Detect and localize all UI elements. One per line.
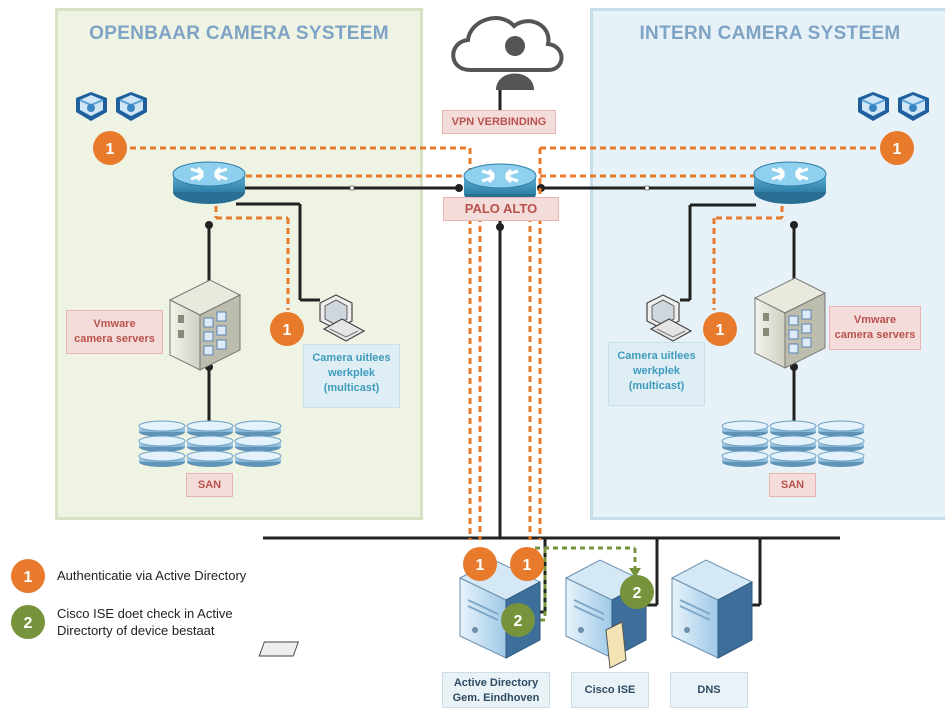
vmware-left-label: Vmware camera servers [66, 310, 163, 354]
svg-text:1: 1 [716, 322, 725, 339]
workstation-left-label: Camera uitlees werkplek (multicast) [303, 344, 400, 408]
internal-camera-zone: INTERN CAMERA SYSTEEM [590, 8, 945, 520]
dns-label: DNS [670, 672, 748, 708]
svg-text:2: 2 [24, 615, 33, 632]
router-right-icon [752, 160, 828, 206]
workstation-left-icon [319, 294, 365, 342]
camera-icon [897, 91, 930, 122]
svg-text:1: 1 [893, 141, 902, 158]
svg-text:2: 2 [514, 613, 523, 630]
camera-icon [75, 91, 108, 122]
document-icon [605, 621, 627, 669]
cisco-ise-label: Cisco ISE [571, 672, 649, 708]
vmware-right-label: Vmware camera servers [829, 306, 921, 350]
router-left-icon [171, 160, 247, 206]
badge-2: 2 [620, 575, 654, 609]
vmware-server-left-icon [169, 279, 241, 371]
camera-icon [857, 91, 890, 122]
badge-1: 1 [93, 131, 127, 165]
workstation-right-icon [646, 294, 692, 342]
legend-badge-2: 2 [11, 605, 45, 639]
palo-alto-label: PALO ALTO [443, 197, 559, 221]
svg-text:1: 1 [283, 322, 292, 339]
san-left-label: SAN [186, 473, 233, 497]
camera-icon [115, 91, 148, 122]
workstation-right-label: Camera uitlees werkplek (multicast) [608, 342, 705, 406]
network-links [207, 90, 840, 614]
internal-zone-title: INTERN CAMERA SYSTEEM [639, 23, 901, 44]
svg-text:1: 1 [523, 557, 532, 574]
vmware-server-right-icon [754, 277, 826, 369]
keyboard-icon [258, 641, 300, 657]
san-left-icon [138, 420, 282, 468]
legend-badge-1: 1 [11, 559, 45, 593]
svg-text:1: 1 [476, 557, 485, 574]
ise-check-path [535, 546, 637, 622]
svg-text:2: 2 [633, 585, 642, 602]
legend-item-2-text: Cisco ISE doet check in Active Directort… [57, 606, 233, 638]
san-right-icon [721, 420, 865, 468]
badge-1: 1 [510, 547, 544, 581]
dns-server-icon [671, 559, 753, 659]
badge-2: 2 [501, 603, 535, 637]
badge-1: 1 [463, 547, 497, 581]
badge-1: 1 [703, 312, 737, 346]
vpn-label: VPN VERBINDING [442, 110, 556, 134]
public-zone-title: OPENBAAR CAMERA SYSTEEM [89, 23, 389, 44]
badge-1: 1 [880, 131, 914, 165]
badge-1: 1 [270, 312, 304, 346]
san-right-label: SAN [769, 473, 816, 497]
svg-text:1: 1 [24, 569, 33, 586]
cloud-user-icon [451, 16, 564, 90]
arrow-down-icon [629, 568, 641, 578]
svg-text:1: 1 [106, 141, 115, 158]
active-directory-label: Active Directory Gem. Eindhoven [442, 672, 550, 708]
legend-item-1-text: Authenticatie via Active Directory [57, 568, 247, 583]
